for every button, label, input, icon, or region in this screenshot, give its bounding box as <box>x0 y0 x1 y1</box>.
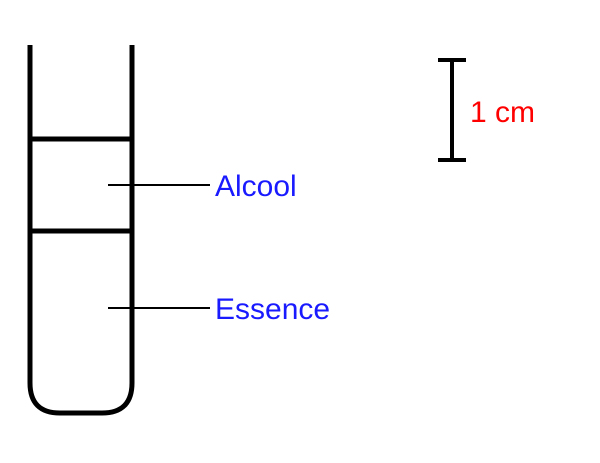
essence-label: Essence <box>215 293 330 326</box>
test-tube-outline <box>27 45 135 416</box>
scale-label: 1 cm <box>470 96 535 129</box>
alcool-label: Alcool <box>215 170 297 203</box>
scale-bar <box>438 58 466 162</box>
